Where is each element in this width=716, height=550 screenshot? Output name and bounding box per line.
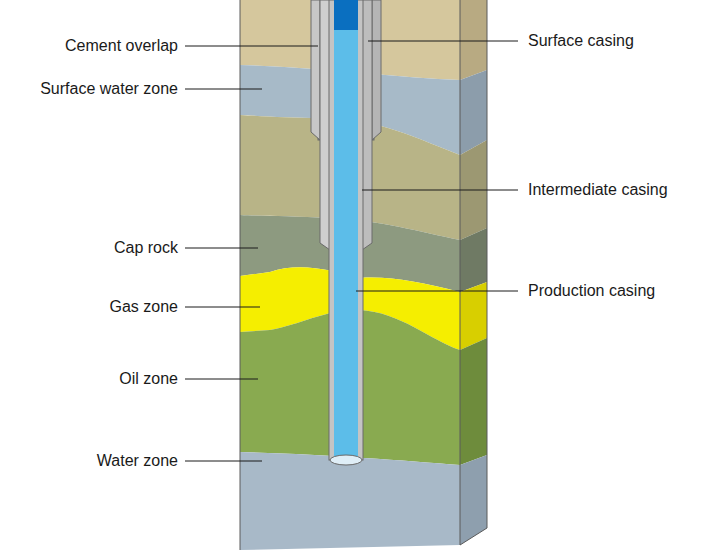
leader-line [356,291,518,292]
zone-label: Surface casing [528,32,634,50]
casings [311,0,381,465]
leader-line [185,461,262,462]
surface-casing-right [372,0,381,140]
side-water-low [460,455,487,545]
bore-top [334,0,358,30]
side-face [460,0,487,545]
zone-label: Cement overlap [65,37,178,55]
edge-front-right [460,0,461,545]
leader-line [185,379,258,380]
edge-bottom [460,528,487,545]
zone-label: Water zone [97,452,178,470]
leader-line [368,41,518,42]
front-face [240,0,460,550]
side-cap [460,228,487,292]
zone-label: Gas zone [110,298,178,316]
edge-left [240,0,241,550]
zone-label: Oil zone [119,370,178,388]
edge-back-right [487,0,488,528]
leader-line [185,307,260,308]
leader-line [185,46,318,47]
layer-water [240,452,460,550]
zone-label: Cap rock [114,239,178,257]
casing-bottom [330,455,362,465]
side-gas [460,282,487,350]
side-tan [460,0,487,80]
production-casing [329,0,363,460]
side-oil [460,338,487,465]
surface-casing-left [311,0,320,140]
zone-label: Intermediate casing [528,181,668,199]
production-bore [334,0,358,460]
block-outline [240,0,487,550]
leader-line [185,89,262,90]
leader-line [362,190,518,191]
leader-lines [185,41,518,461]
leader-line [185,248,258,249]
zone-label: Surface water zone [40,80,178,98]
zone-label: Production casing [528,282,655,300]
